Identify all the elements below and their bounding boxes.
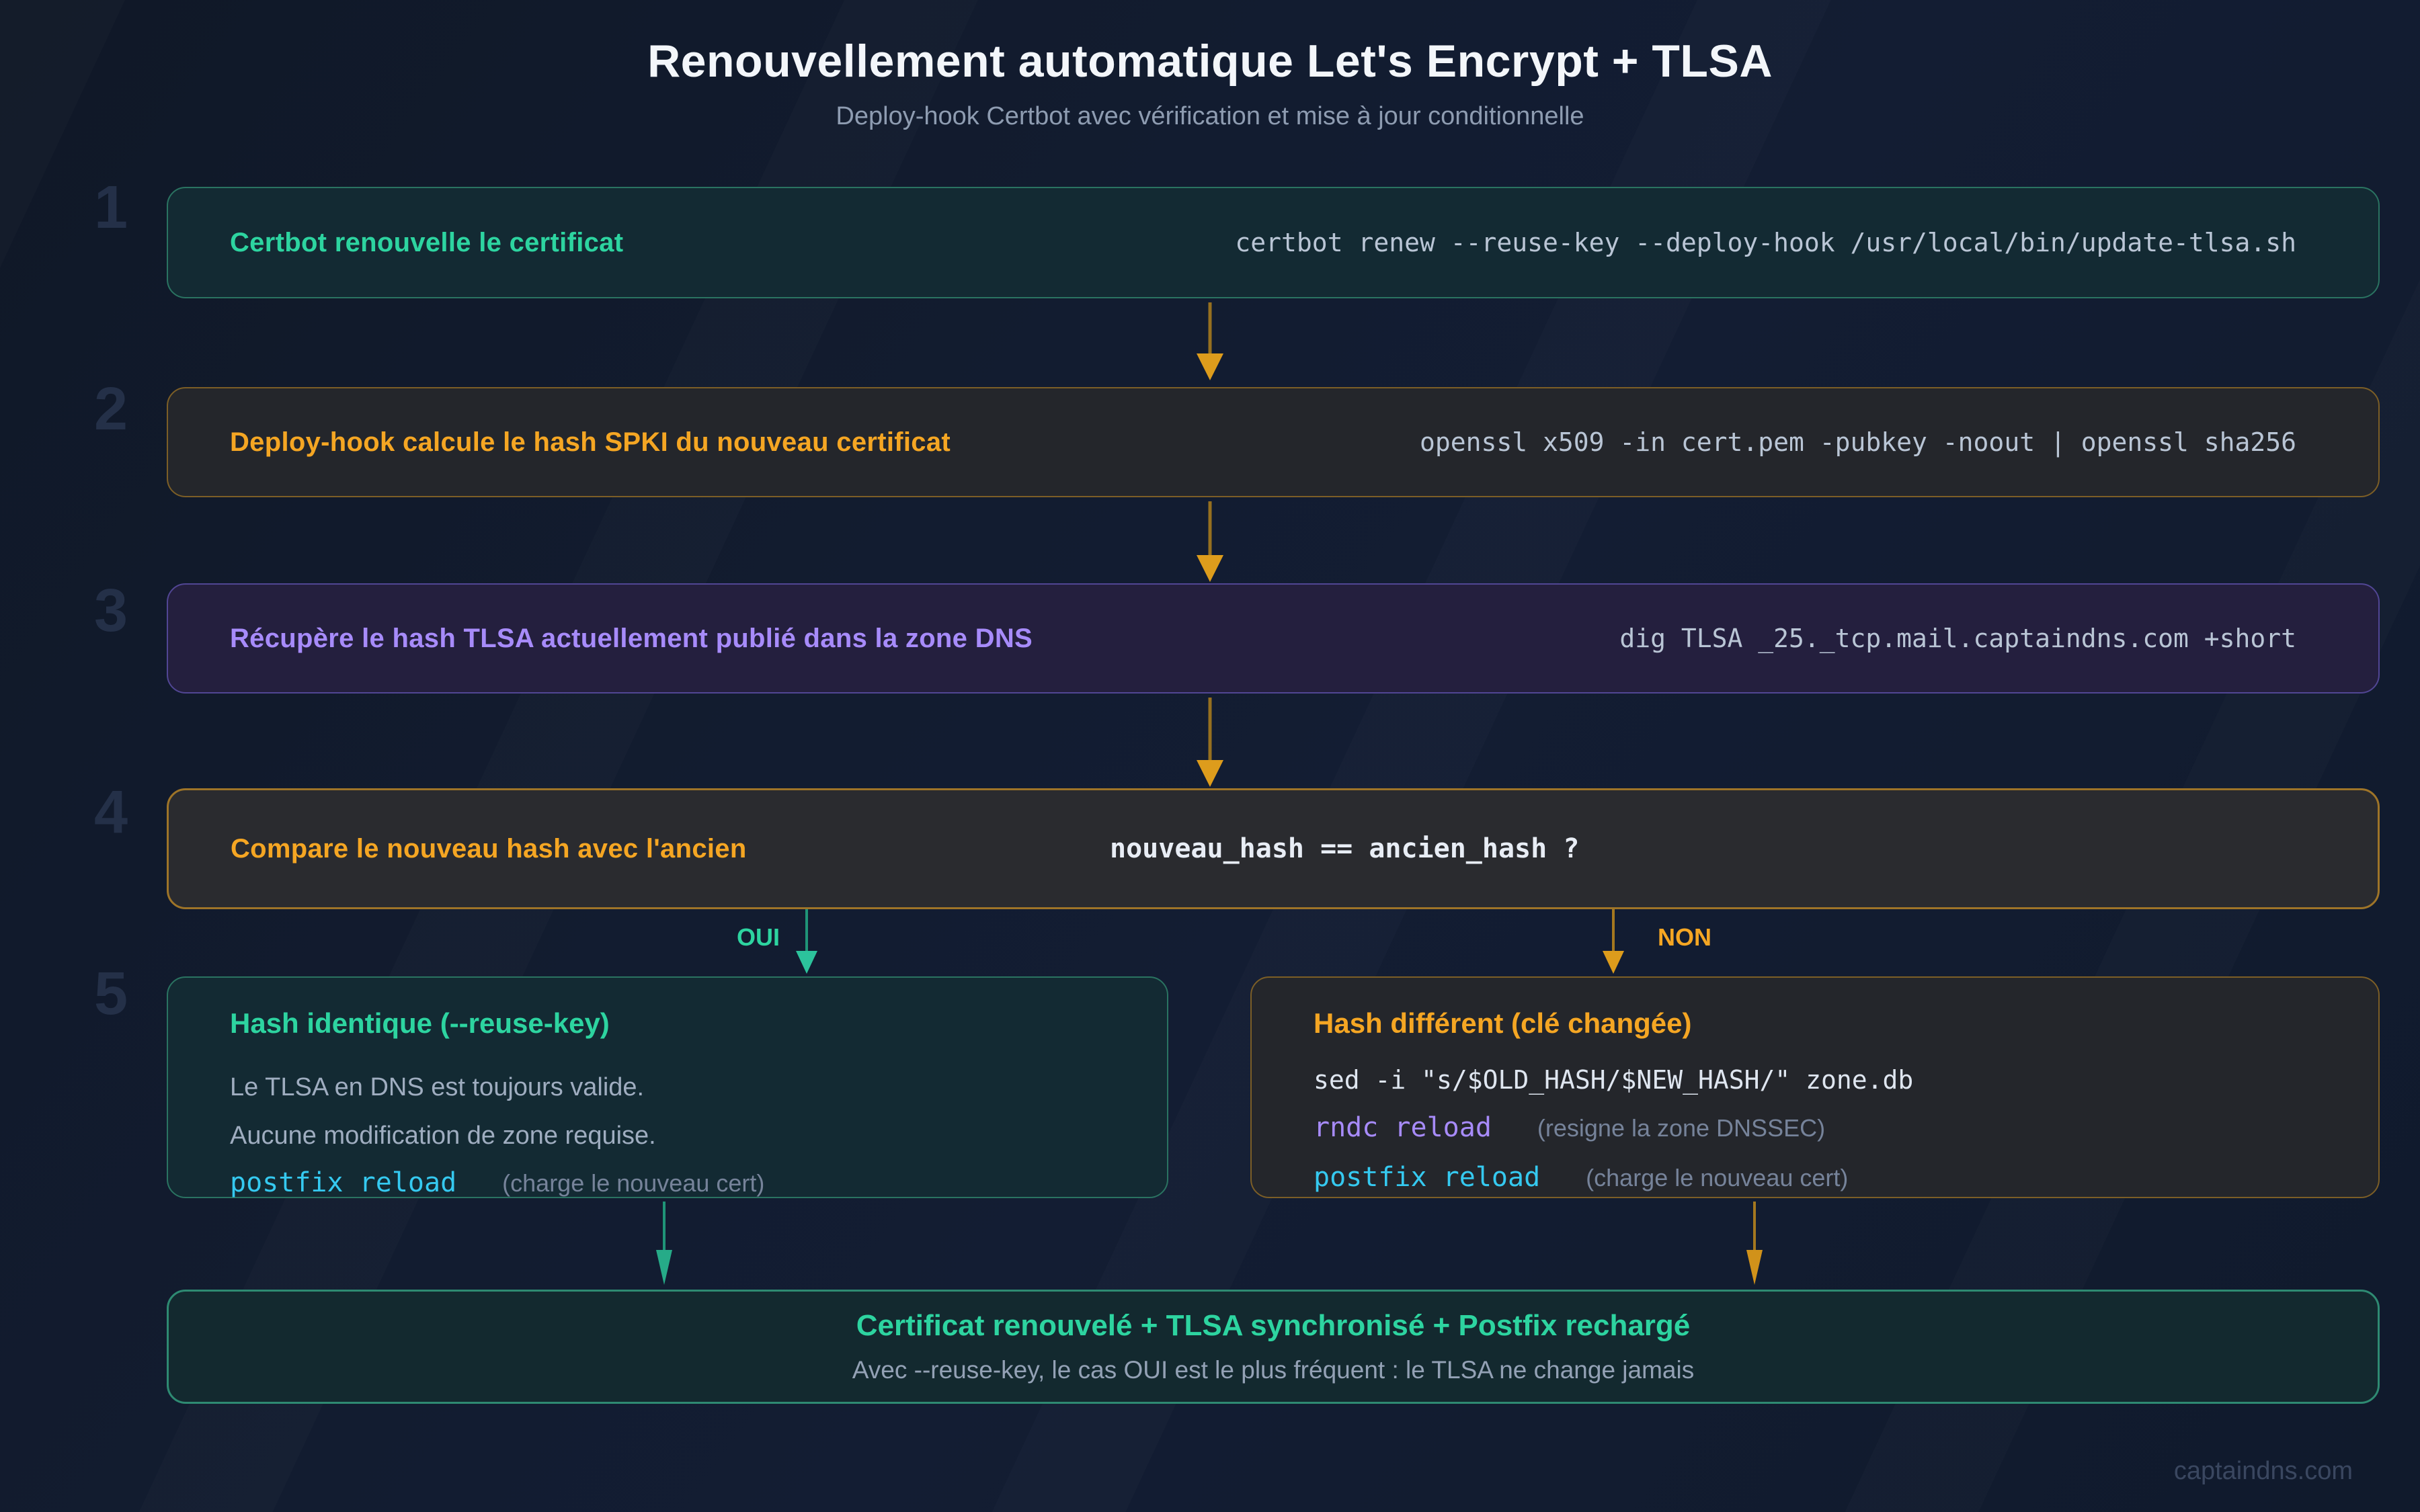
branch-no-title: Hash différent (clé changée) — [1314, 1007, 1692, 1039]
arrow-line — [1208, 698, 1212, 763]
arrow-line — [1208, 501, 1212, 558]
arrow-line — [1753, 1202, 1756, 1253]
step-2-command: openssl x509 -in cert.pem -pubkey -noout… — [1419, 427, 2296, 457]
arrow-head-icon — [1746, 1250, 1763, 1285]
step-3-number: 3 — [93, 577, 128, 644]
postfix-reload-command: postfix reload — [1314, 1162, 1541, 1193]
step-3-command: dig TLSA _25._tcp.mail.captaindns.com +s… — [1619, 624, 2296, 653]
arrow-head-icon — [796, 951, 817, 974]
step-1-label: Certbot renouvelle le certificat — [230, 227, 624, 257]
step-2-box: Deploy-hook calcule le hash SPKI du nouv… — [167, 387, 2380, 497]
arrow-line — [1208, 302, 1212, 356]
branch-yes-label: OUI — [736, 923, 780, 951]
arrow-step3-to-step4 — [1197, 698, 1223, 787]
arrow-head-icon — [1603, 951, 1624, 974]
branch-yes-title: Hash identique (--reuse-key) — [230, 1007, 610, 1039]
step-3-box: Récupère le hash TLSA actuellement publi… — [167, 583, 2380, 694]
step-5-number: 5 — [93, 960, 128, 1027]
arrow-branch-no — [1603, 909, 1624, 975]
step-4-label: Compare le nouveau hash avec l'ancien — [231, 833, 747, 864]
branch-yes-panel: Hash identique (--reuse-key) Le TLSA en … — [167, 976, 1168, 1198]
postfix-reload-command: postfix reload — [230, 1167, 457, 1198]
step-1-box: Certbot renouvelle le certificat certbot… — [167, 187, 2380, 298]
watermark: captaindns.com — [2173, 1457, 2353, 1485]
branch-no-command-row-2: rndc reload (resigne la zone DNSSEC) — [1314, 1112, 2331, 1143]
arrow-step1-to-step2 — [1197, 302, 1223, 380]
arrow-yes-to-result — [655, 1202, 674, 1288]
arrow-step2-to-step3 — [1197, 501, 1223, 582]
branch-no-label: NON — [1658, 923, 1711, 951]
arrow-branch-yes — [796, 909, 817, 975]
step-4-number: 4 — [93, 779, 128, 846]
page-subtitle: Deploy-hook Certbot avec vérification et… — [836, 102, 1584, 130]
command-note: (charge le nouveau cert) — [1586, 1164, 1849, 1191]
arrow-head-icon — [1197, 353, 1223, 380]
step-4-condition: nouveau_hash == ancien_hash ? — [1110, 833, 1580, 864]
step-1-number: 1 — [93, 174, 128, 241]
command-note: (resigne la zone DNSSEC) — [1537, 1114, 1826, 1142]
arrow-line — [805, 909, 808, 954]
sed-command: sed -i "s/$OLD_HASH/$NEW_HASH/" zone.db — [1314, 1065, 1914, 1095]
step-2-label: Deploy-hook calcule le hash SPKI du nouv… — [230, 427, 951, 457]
branch-no-command-row-3: postfix reload (charge le nouveau cert) — [1314, 1162, 2331, 1193]
result-subtitle: Avec --reuse-key, le cas OUI est le plus… — [852, 1356, 1695, 1384]
arrow-line — [1612, 909, 1615, 954]
arrow-head-icon — [656, 1250, 672, 1285]
arrow-line — [663, 1202, 666, 1253]
branch-yes-line1: Le TLSA en DNS est toujours valide. — [230, 1073, 645, 1101]
result-box: Certificat renouvelé + TLSA synchronisé … — [167, 1290, 2380, 1404]
result-title: Certificat renouvelé + TLSA synchronisé … — [856, 1309, 1691, 1342]
branch-yes-line2: Aucune modification de zone requise. — [230, 1122, 656, 1150]
arrow-head-icon — [1197, 555, 1223, 582]
step-4-decision-box: Compare le nouveau hash avec l'ancien no… — [167, 788, 2380, 909]
command-note: (charge le nouveau cert) — [502, 1169, 765, 1197]
arrow-no-to-result — [1745, 1202, 1764, 1288]
step-2-number: 2 — [93, 376, 128, 443]
page-title: Renouvellement automatique Let's Encrypt… — [647, 36, 1773, 87]
rndc-reload-command: rndc reload — [1314, 1112, 1492, 1143]
branch-no-panel: Hash différent (clé changée) sed -i "s/$… — [1250, 976, 2380, 1198]
step-3-label: Récupère le hash TLSA actuellement publi… — [230, 623, 1033, 653]
arrow-head-icon — [1197, 760, 1223, 787]
branch-yes-command-row: postfix reload (charge le nouveau cert) — [230, 1167, 1120, 1198]
step-1-command: certbot renew --reuse-key --deploy-hook … — [1235, 228, 2296, 257]
